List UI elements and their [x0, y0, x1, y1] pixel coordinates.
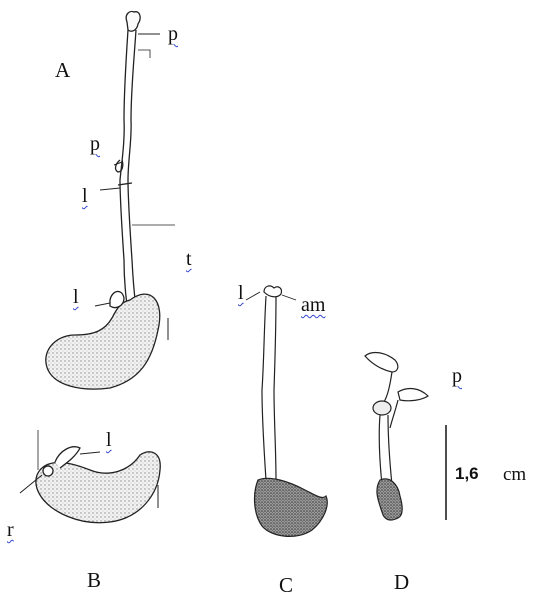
scale-unit: cm — [503, 465, 526, 484]
tip-c — [264, 286, 281, 297]
label-leaf-b: l — [106, 430, 112, 450]
stem-c-right — [274, 296, 276, 480]
plumule-tip-a — [126, 11, 140, 31]
label-plumule-mid: p — [90, 134, 100, 154]
panel-label-b: B — [87, 570, 101, 591]
panel-label-a: A — [55, 60, 70, 81]
label-leaf-lower: l — [73, 287, 79, 307]
panel-label-c: C — [279, 575, 293, 596]
stem-c-left — [262, 296, 266, 480]
seedling-c — [246, 286, 327, 536]
tuber-d — [377, 479, 402, 520]
tuber-b — [20, 430, 160, 523]
leaf-d-right — [398, 389, 428, 401]
leaf-d-left — [365, 353, 398, 372]
leaf-bud-a — [110, 291, 124, 307]
label-plumule-top: p — [168, 24, 178, 44]
label-leaf-upper: l — [82, 186, 88, 206]
tuber-c — [255, 478, 328, 536]
label-tuber-t: t — [186, 249, 192, 269]
seedling-d — [365, 353, 428, 520]
stalk-d-right — [390, 400, 398, 428]
scale-value: 1,6 — [455, 465, 479, 482]
stalk-d-left — [384, 372, 392, 402]
bud-b — [43, 466, 53, 476]
label-am: am — [301, 295, 325, 315]
stem-a-right — [128, 30, 136, 308]
panel-label-d: D — [394, 572, 409, 593]
tuber-a — [46, 294, 160, 389]
tuber-b-body — [36, 452, 160, 523]
node-d — [373, 401, 391, 415]
label-root-r: r — [7, 520, 14, 540]
label-leaf-c: l — [238, 283, 244, 303]
label-plumule-d: p — [452, 366, 462, 386]
